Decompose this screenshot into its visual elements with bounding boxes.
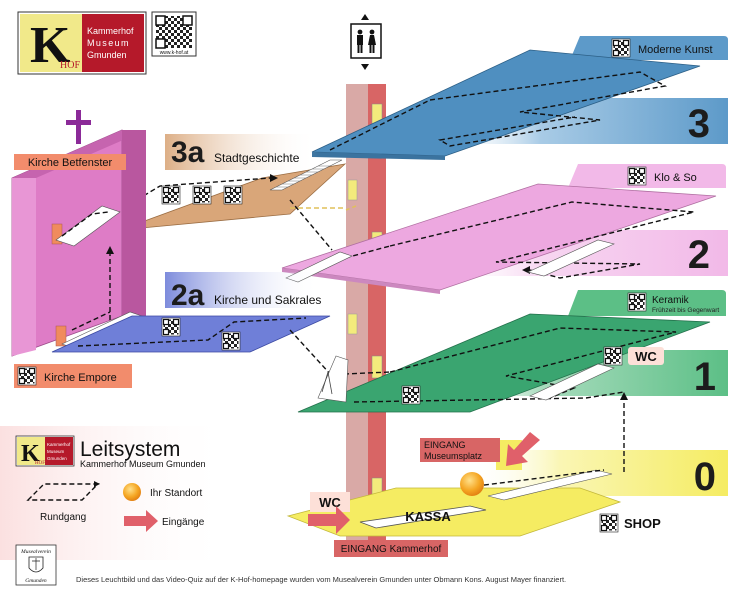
cross-icon xyxy=(66,110,91,144)
svg-text:Kirche Empore: Kirche Empore xyxy=(44,372,117,384)
floor-1-number: 1 xyxy=(694,355,716,399)
svg-text:K: K xyxy=(21,441,40,467)
floor-3a-name: Stadtgeschichte xyxy=(214,151,300,165)
floor-2a-number: 2a xyxy=(171,279,205,312)
legend-standort-icon xyxy=(123,483,141,501)
svg-text:Museum: Museum xyxy=(87,38,130,48)
svg-text:HOF: HOF xyxy=(60,60,80,71)
website-url: www.k-hof.at xyxy=(160,50,189,56)
legend: K HOF Kammerhof Museum Gmunden Leitsyste… xyxy=(0,426,232,560)
legend-route-label: Rundgang xyxy=(40,512,86,523)
svg-text:WC: WC xyxy=(635,349,657,364)
floor-3a-number: 3a xyxy=(171,136,205,169)
website-qr: www.k-hof.at xyxy=(151,11,197,57)
musealverein-seal: Musealverein Gmunden xyxy=(15,544,57,586)
svg-text:Museum: Museum xyxy=(47,449,65,454)
kassa-label: KASSA xyxy=(405,509,451,524)
svg-text:Kammerhof: Kammerhof xyxy=(87,26,134,36)
legend-entrance-label: Eingänge xyxy=(162,517,205,528)
floor-2-slab xyxy=(281,183,717,294)
staircase-3-3a xyxy=(269,159,343,191)
svg-text:EINGANG Kammerhof: EINGANG Kammerhof xyxy=(341,544,442,555)
legend-subtitle: Kammerhof Museum Gmunden xyxy=(80,459,206,469)
svg-text:HOF: HOF xyxy=(35,461,45,466)
floor-2-number: 2 xyxy=(688,233,710,277)
museum-logo: K HOF Kammerhof Museum Gmunden xyxy=(17,11,147,75)
floor-3-number: 3 xyxy=(688,102,710,146)
legend-entrance-icon xyxy=(124,510,158,532)
staircase-1 xyxy=(317,355,615,403)
floor-3-slab xyxy=(311,49,701,160)
legend-standort-label: Ihr Standort xyxy=(150,488,202,499)
svg-text:Museumsplatz: Museumsplatz xyxy=(424,451,483,461)
floor-0-slab: KASSA SHOP xyxy=(286,392,661,537)
floor-3a-slab: 3a Stadtgeschichte xyxy=(119,134,347,251)
floor-2a-slab: 2a Kirche und Sakrales xyxy=(51,272,338,380)
legend-title: Leitsystem xyxy=(80,438,180,461)
entrance-museumsplatz: EINGANG Museumsplatz xyxy=(420,432,540,466)
svg-text:Kirche Betfenster: Kirche Betfenster xyxy=(28,157,113,169)
floor-1-name: Keramik xyxy=(652,295,690,306)
entrance-arrow-kammerhof xyxy=(308,506,350,534)
svg-text:Gmunden: Gmunden xyxy=(25,578,47,584)
floor-2a-name: Kirche und Sakrales xyxy=(214,293,321,307)
svg-text:Kammerhof: Kammerhof xyxy=(47,442,71,447)
church-empore-label: Kirche Empore xyxy=(14,364,132,388)
church-betfenster-label: Kirche Betfenster xyxy=(14,154,126,170)
entrance-arrow-museumsplatz xyxy=(506,432,540,466)
shop-label: SHOP xyxy=(624,516,661,531)
wc-floor-1: WC xyxy=(628,347,664,365)
floor-1-slab xyxy=(297,313,711,413)
elevator-icon xyxy=(350,14,382,70)
floor-3-name: Moderne Kunst xyxy=(638,44,713,56)
legend-logo: K HOF Kammerhof Museum Gmunden xyxy=(15,435,75,467)
elevator-shaft xyxy=(346,84,386,544)
svg-text:Musealverein: Musealverein xyxy=(20,549,51,555)
wc-floor-0: WC xyxy=(319,495,341,510)
svg-text:Gmunden: Gmunden xyxy=(47,456,67,461)
svg-text:K: K xyxy=(30,17,71,74)
entrance-kammerhof: WC EINGANG Kammerhof xyxy=(308,492,448,557)
floor-0-number: 0 xyxy=(694,455,716,499)
svg-text:EINGANG: EINGANG xyxy=(424,440,466,450)
footer-note: Dieses Leuchtbild und das Video-Quiz auf… xyxy=(76,575,566,584)
legend-route-icon xyxy=(26,481,100,501)
standort-marker xyxy=(460,472,484,496)
floor-2-name: Klo & So xyxy=(654,172,697,184)
floor-1-subtitle: Frühzeit bis Gegenwart xyxy=(652,307,719,314)
svg-text:Gmunden: Gmunden xyxy=(87,50,127,60)
